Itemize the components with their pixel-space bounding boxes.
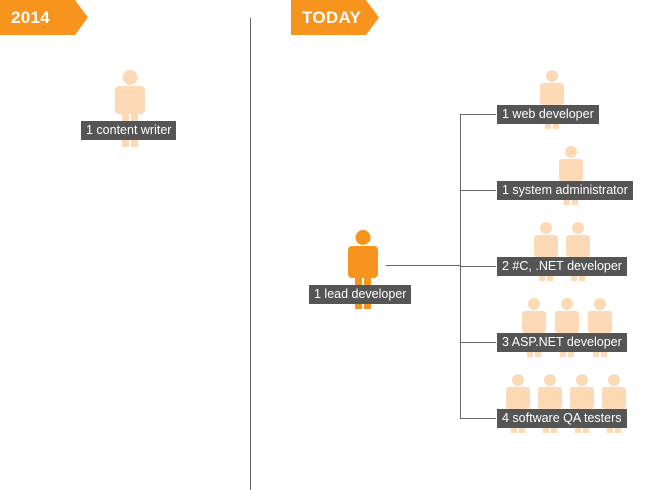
- team-label-qa-testers: 4 software QA testers: [497, 409, 627, 428]
- branch-line: [460, 114, 496, 115]
- branch-line: [460, 342, 496, 343]
- team-label-system-administrator: 1 system administrator: [497, 181, 633, 200]
- team-label-net-developer: 2 #C, .NET developer: [497, 257, 627, 276]
- team-label-web-developer: 1 web developer: [497, 105, 599, 124]
- branch-line: [460, 190, 496, 191]
- lead-connector-line: [386, 265, 460, 266]
- content-writer-label: 1 content writer: [81, 121, 177, 140]
- lead-developer-label: 1 lead developer: [309, 285, 412, 304]
- today-banner: TODAY: [291, 0, 379, 35]
- team-label-asp-net-developer: 3 ASP.NET developer: [497, 333, 627, 352]
- timeline-divider: [250, 18, 251, 490]
- year-2014-banner: 2014: [0, 0, 88, 35]
- branch-line: [460, 418, 496, 419]
- branch-line: [460, 266, 496, 267]
